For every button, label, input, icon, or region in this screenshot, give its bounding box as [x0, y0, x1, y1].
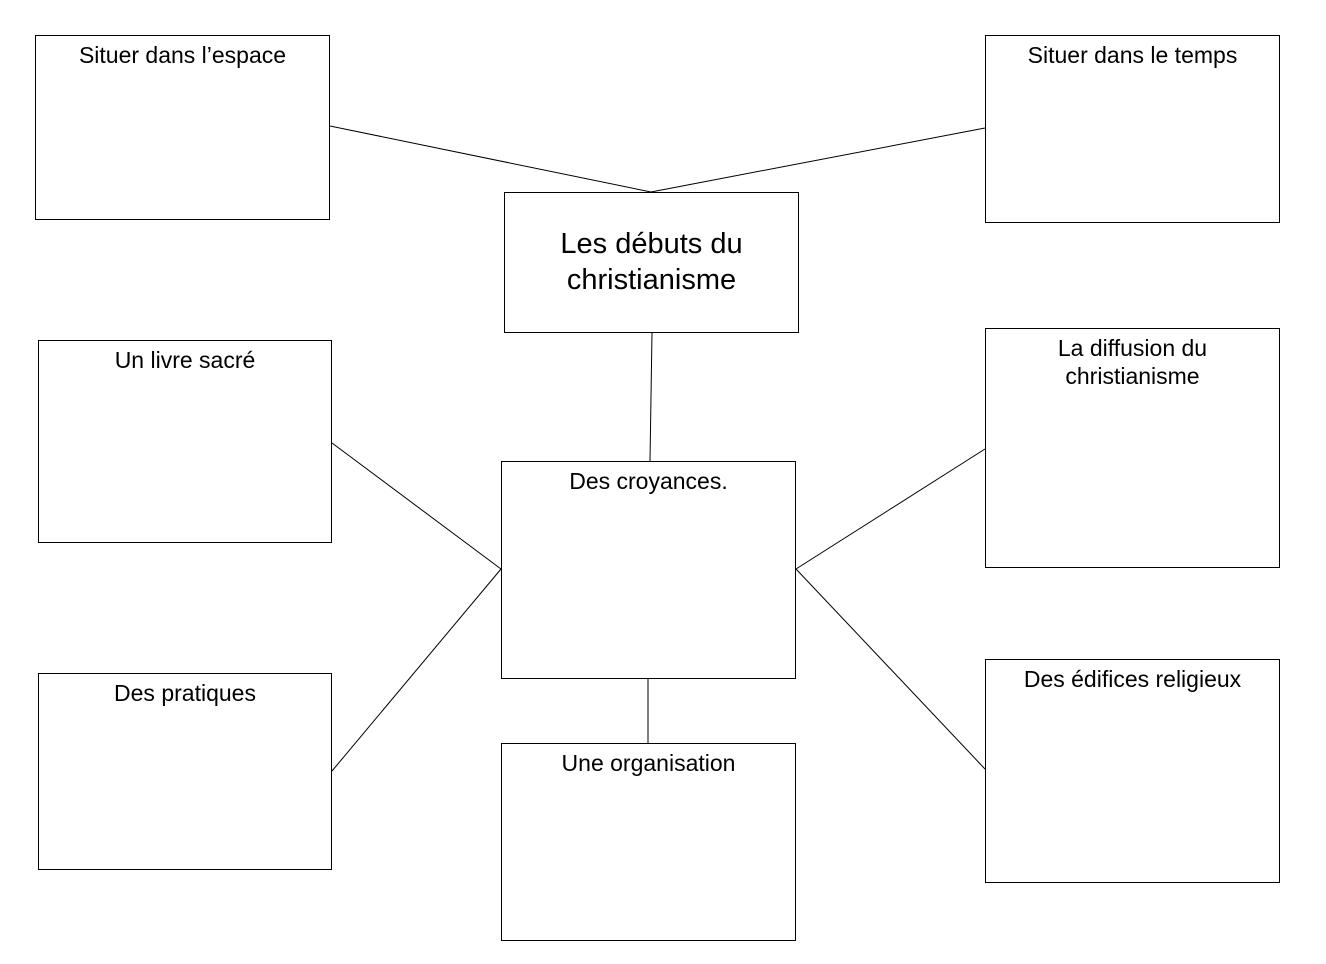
node-livre-sacre: Un livre sacré	[38, 340, 332, 543]
node-label: Des croyances.	[569, 468, 728, 494]
node-edifices: Des édifices religieux	[985, 659, 1280, 883]
node-label: La diffusion du christianisme	[1057, 335, 1208, 389]
connector-pratiques-croyances	[331, 568, 502, 772]
node-diffusion: La diffusion du christianisme	[985, 328, 1280, 568]
node-situer-temps: Situer dans le temps	[985, 35, 1280, 223]
connector-temps-center	[650, 127, 986, 193]
node-center-topic: Les débuts du christianisme	[504, 192, 799, 333]
node-situer-espace: Situer dans l’espace	[35, 35, 330, 220]
node-label: Des édifices religieux	[1023, 666, 1242, 692]
node-label: Des pratiques	[114, 680, 256, 706]
node-label: Un livre sacré	[114, 347, 256, 373]
center-topic-label: Les débuts du christianisme	[560, 228, 743, 296]
node-croyances: Des croyances.	[501, 461, 796, 679]
node-pratiques: Des pratiques	[38, 673, 332, 870]
connector-edifices-croyances	[795, 568, 986, 770]
node-organisation: Une organisation	[501, 743, 796, 941]
node-label: Situer dans le temps	[1027, 42, 1238, 68]
node-label: Une organisation	[561, 750, 736, 776]
connector-livre-croyances	[331, 442, 502, 570]
connector-center-croyances	[649, 332, 653, 462]
connector-espace-center	[329, 125, 652, 193]
connector-diffusion-croyances	[795, 448, 986, 570]
node-label: Situer dans l’espace	[78, 42, 287, 68]
